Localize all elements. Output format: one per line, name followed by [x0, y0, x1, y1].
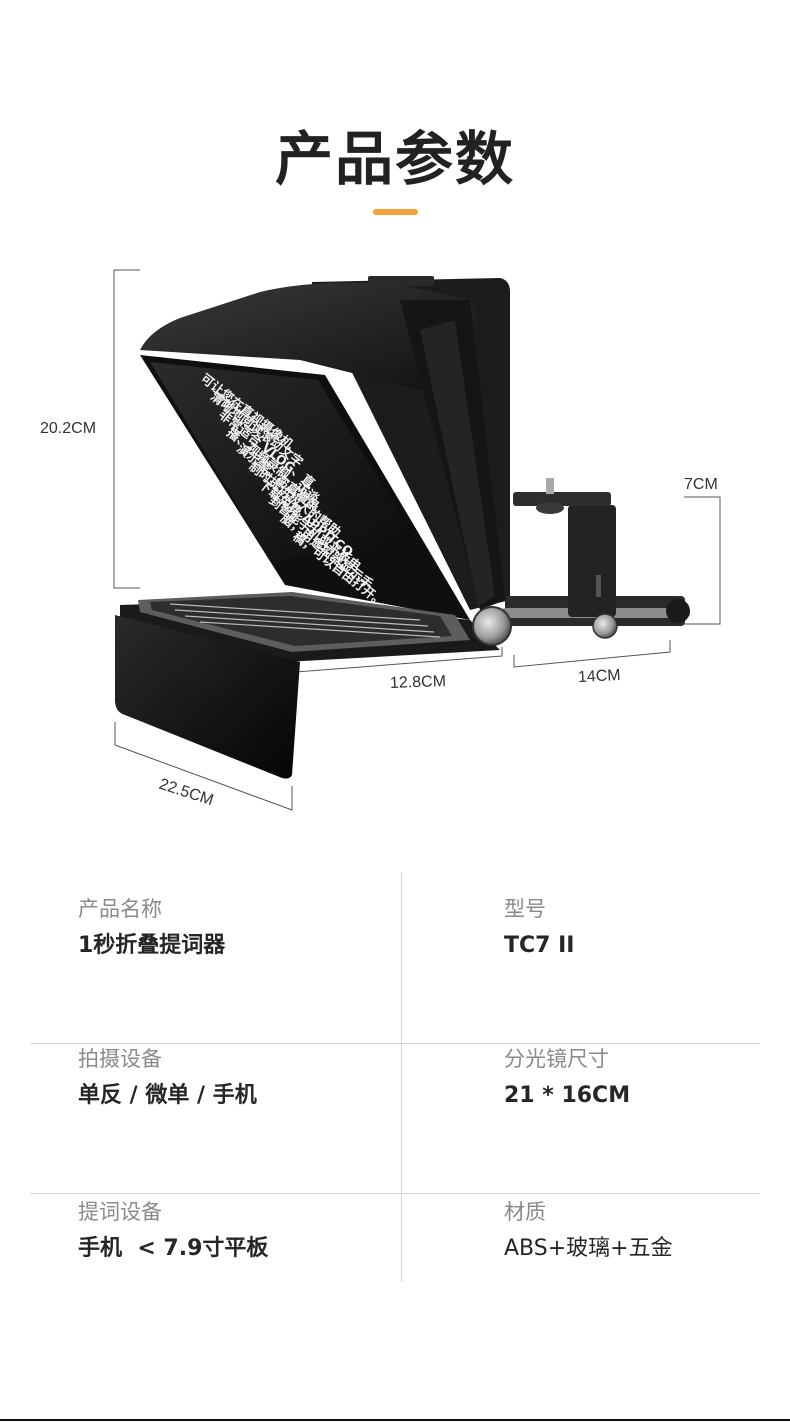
spec-table: 产品名称 1秒折叠提词器 型号 TC7 II 拍摄设备 单反 / 微单 / 手机… — [30, 872, 760, 1282]
dim-label-screen-width: 12.8CM — [389, 673, 447, 692]
teleprompter-illustration: 可让您在直视摄像机 清晰地阅读滚动文字 非常适合 VLOG、直 播、视频录制、访… — [113, 269, 721, 811]
hood-flap — [115, 615, 300, 779]
spec-table-vertical-divider — [401, 872, 402, 1282]
spec-label: 拍摄设备 — [78, 1047, 162, 1071]
page-title: 产品参数 — [274, 125, 515, 193]
spec-label: 产品名称 — [78, 897, 162, 921]
spec-value: ABS+玻璃+五金 — [504, 1236, 673, 1261]
spec-label: 材质 — [504, 1200, 546, 1224]
spec-value: 1秒折叠提词器 — [78, 933, 226, 958]
spec-cell-product-name: 产品名称 1秒折叠提词器 — [78, 894, 225, 963]
dim-line-height — [113, 269, 140, 589]
dim-label-height: 20.2CM — [40, 420, 97, 437]
glass-panel — [150, 362, 420, 560]
spec-value: 手机 < 7.9寸平板 — [78, 1236, 269, 1261]
spec-cell-material: 材质 ABS+玻璃+五金 — [504, 1197, 673, 1266]
dim-line-bracket-height — [684, 496, 721, 625]
side-wing-inner — [420, 320, 495, 606]
dim-label-bracket-length: 14CM — [577, 666, 622, 687]
hood — [140, 282, 480, 390]
bottom-rule — [0, 1419, 790, 1421]
spec-value: 单反 / 微单 / 手机 — [78, 1083, 257, 1108]
phone-screen-text — [169, 603, 441, 638]
spec-label: 型号 — [504, 897, 546, 921]
spec-cell-prompter-device: 提词设备 手机 < 7.9寸平板 — [78, 1197, 268, 1266]
spec-value: TC7 II — [504, 933, 575, 958]
camera-bracket — [500, 478, 690, 626]
spec-value: 21 * 16CM — [504, 1083, 631, 1108]
top-clip — [368, 276, 434, 286]
hinge-knob — [472, 606, 512, 646]
spec-row: 产品名称 1秒折叠提词器 型号 TC7 II — [30, 894, 760, 1044]
title-accent-bar — [373, 209, 418, 215]
bracket-knob — [592, 613, 618, 639]
spec-row: 提词设备 手机 < 7.9寸平板 材质 ABS+玻璃+五金 — [30, 1197, 760, 1333]
spec-row: 拍摄设备 单反 / 微单 / 手机 分光镜尺寸 21 * 16CM — [30, 1044, 760, 1194]
spec-label: 提词设备 — [78, 1200, 162, 1224]
spec-label: 分光镜尺寸 — [504, 1047, 609, 1071]
dim-line-bracket-length — [513, 640, 671, 668]
product-figure: 可让您在直视摄像机 清晰地阅读滚动文字 非常适合 VLOG、直 播、视频录制、访… — [0, 240, 790, 840]
dim-label-bracket-height: 7CM — [684, 476, 718, 493]
spec-cell-model: 型号 TC7 II — [504, 894, 575, 963]
dim-line-hood-width — [114, 722, 293, 811]
spec-cell-shooting-device: 拍摄设备 单反 / 微单 / 手机 — [78, 1044, 257, 1113]
spec-cell-beam-splitter-size: 分光镜尺寸 21 * 16CM — [504, 1044, 630, 1113]
